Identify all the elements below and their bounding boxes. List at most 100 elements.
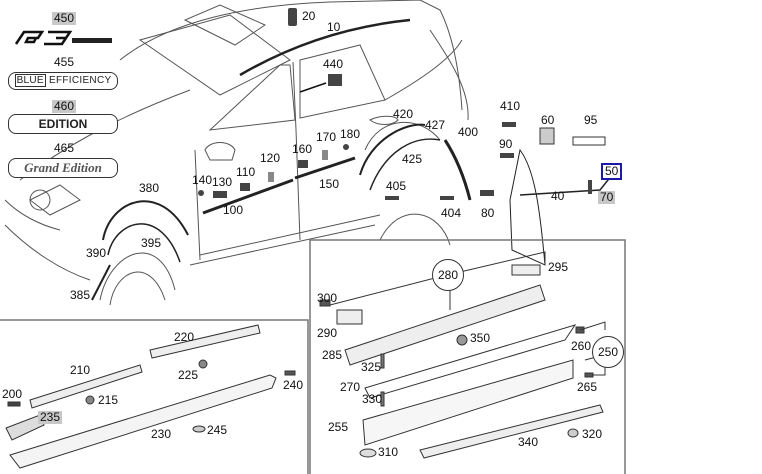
callout-220[interactable]: 220 — [174, 330, 195, 344]
part-270 — [364, 324, 577, 399]
blue-efficiency-emblem[interactable]: BLUE EFFICIENCY — [8, 72, 118, 90]
callout-225[interactable]: 225 — [178, 368, 199, 382]
callout-340[interactable]: 340 — [518, 435, 539, 449]
callout-120[interactable]: 120 — [260, 151, 281, 165]
callout-310[interactable]: 310 — [378, 445, 399, 459]
part-350 — [456, 334, 468, 346]
part-325 — [380, 353, 385, 369]
part-320 — [567, 428, 579, 438]
callout-50-selected[interactable]: 50 — [601, 163, 623, 180]
car-side-lower2 — [189, 224, 376, 266]
callout-270[interactable]: 270 — [340, 380, 361, 394]
car-door-handle — [369, 115, 399, 125]
callout-265[interactable]: 265 — [577, 380, 598, 394]
callout-230[interactable]: 230 — [151, 427, 172, 441]
part-295 — [511, 264, 541, 276]
callout-350[interactable]: 350 — [470, 331, 491, 345]
callout-320[interactable]: 320 — [582, 427, 603, 441]
callout-455[interactable]: 455 — [54, 55, 75, 69]
car-mirror — [204, 142, 236, 161]
callout-60[interactable]: 60 — [541, 113, 555, 127]
callout-240[interactable]: 240 — [283, 378, 304, 392]
part-160 — [298, 160, 308, 168]
front-wheel — [109, 271, 166, 306]
part-340 — [419, 404, 604, 459]
callout-130[interactable]: 130 — [212, 175, 233, 189]
edition-emblem[interactable]: EDITION — [8, 114, 118, 134]
callout-410[interactable]: 410 — [500, 99, 521, 113]
callout-110[interactable]: 110 — [236, 165, 256, 179]
callout-427[interactable]: 427 — [425, 118, 446, 132]
callout-235[interactable]: 235 — [38, 410, 63, 424]
clip-parts — [198, 8, 606, 200]
car-headlight — [29, 184, 81, 216]
callout-70[interactable]: 70 — [598, 190, 616, 204]
flare-395 — [107, 223, 181, 263]
callout-215[interactable]: 215 — [98, 393, 119, 407]
callout-200[interactable]: 200 — [2, 387, 23, 401]
part-200 — [7, 401, 21, 407]
callout-295[interactable]: 295 — [548, 260, 569, 274]
part-60 — [539, 127, 555, 145]
callout-450[interactable]: 450 — [52, 11, 77, 25]
part-265 — [584, 372, 594, 378]
callout-405[interactable]: 405 — [386, 179, 407, 193]
callout-420[interactable]: 420 — [393, 107, 414, 121]
bracket-50 — [519, 174, 613, 196]
part-300 — [319, 299, 331, 307]
car-bumper — [4, 224, 91, 281]
part-225 — [198, 359, 208, 369]
callout-400[interactable]: 400 — [458, 125, 479, 139]
callout-160[interactable]: 160 — [292, 142, 313, 156]
callout-300[interactable]: 300 — [317, 291, 338, 305]
callout-404[interactable]: 404 — [441, 206, 462, 220]
callout-180[interactable]: 180 — [340, 127, 361, 141]
side-skirt-panel-border — [0, 319, 309, 474]
car-grille — [4, 199, 61, 231]
callout-325[interactable]: 325 — [361, 360, 382, 374]
part-410 — [502, 122, 516, 127]
callout-150[interactable]: 150 — [319, 177, 340, 191]
callout-40[interactable]: 40 — [551, 189, 565, 203]
callout-285[interactable]: 285 — [322, 348, 343, 362]
part-405 — [385, 196, 399, 200]
blue-efficiency-right: EFFICIENCY — [48, 75, 112, 86]
callout-380[interactable]: 380 — [139, 181, 160, 195]
callout-95[interactable]: 95 — [584, 113, 598, 127]
front-wheel-arch — [99, 252, 176, 301]
callout-245[interactable]: 245 — [207, 423, 228, 437]
callout-255[interactable]: 255 — [328, 420, 349, 434]
part-255 — [362, 359, 574, 446]
callout-140[interactable]: 140 — [192, 173, 213, 187]
part-240 — [284, 370, 296, 376]
callout-280-group[interactable]: 280 — [432, 259, 464, 291]
callout-250-group[interactable]: 250 — [592, 336, 624, 368]
grand-edition-emblem[interactable]: Grand Edition — [8, 158, 118, 178]
callout-385[interactable]: 385 — [70, 288, 91, 302]
car-door-line-front — [194, 149, 201, 261]
part-80 — [480, 190, 494, 196]
car-front-window — [208, 64, 296, 131]
callout-330[interactable]: 330 — [362, 392, 383, 406]
callout-440[interactable]: 440 — [323, 57, 344, 71]
callout-20[interactable]: 20 — [302, 9, 316, 23]
callout-390[interactable]: 390 — [86, 246, 107, 260]
callout-90[interactable]: 90 — [499, 137, 513, 151]
callout-80[interactable]: 80 — [481, 206, 495, 220]
callout-290[interactable]: 290 — [317, 326, 338, 340]
callout-260[interactable]: 260 — [571, 339, 592, 353]
callout-465[interactable]: 465 — [54, 141, 75, 155]
part-220 — [149, 324, 261, 359]
callout-425[interactable]: 425 — [402, 152, 423, 166]
callout-395[interactable]: 395 — [141, 236, 162, 250]
callout-100[interactable]: 100 — [223, 203, 244, 217]
mercedes-star-outline — [29, 189, 51, 211]
amg-63-emblem[interactable] — [12, 28, 116, 48]
callout-170[interactable]: 170 — [316, 130, 337, 144]
callout-460[interactable]: 460 — [52, 99, 77, 113]
part-180 — [343, 144, 349, 150]
part-110 — [240, 183, 250, 191]
callout-10[interactable]: 10 — [327, 20, 341, 34]
callout-210[interactable]: 210 — [70, 363, 91, 377]
part-285 — [344, 284, 546, 366]
